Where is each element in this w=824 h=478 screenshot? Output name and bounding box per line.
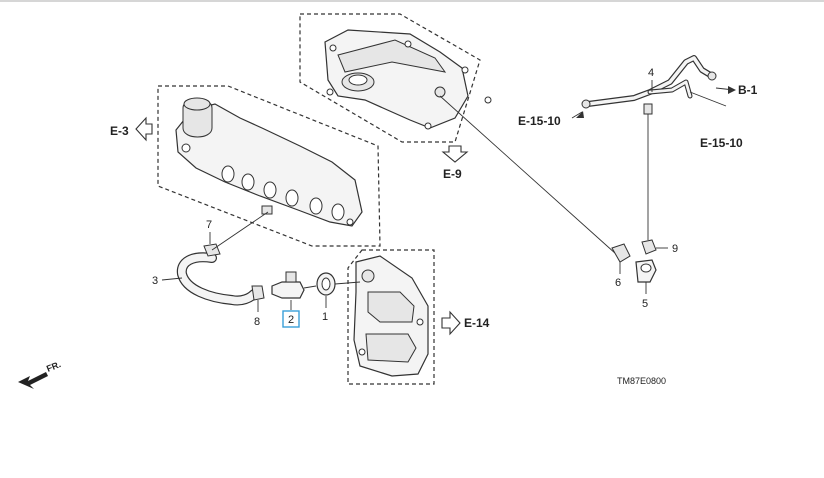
ref-e15-10-right-label: E-15-10 [700,136,743,150]
runner-port [285,189,299,207]
callout-1[interactable]: 1 [322,296,328,323]
pcv-pipe [586,56,714,106]
b1-reference[interactable]: B-1 [715,83,758,97]
oil-separator-group [347,249,435,385]
pcv-valve [271,281,305,299]
pcv-pipe-outline [585,55,715,107]
intake-manifold [175,103,363,227]
pcv-port [434,86,446,98]
pointer-arrow-icon [576,111,584,118]
pcv-valve-assembly [271,271,361,299]
separator-outlet [361,269,375,283]
callout-leader [161,277,183,281]
down-arrow-icon [441,145,469,163]
callout-2-highlight-box [282,310,300,328]
intake-manifold-group [157,85,381,247]
callout-2-label: 2 [288,314,294,326]
valve-cover-boundary [299,13,481,143]
breather-hose [178,253,258,305]
runner-port [263,181,277,199]
manifold-nipple [261,205,273,215]
runner-port [241,173,255,191]
pointer-arrow-icon [728,86,736,94]
cover-bolt [329,44,337,52]
hose-to-manifold-line [211,211,269,251]
pcv-pipe-group [439,55,717,255]
pipe-bracket [643,103,653,115]
oil-filler-opening [348,74,368,86]
callout-1-label: 1 [322,311,328,323]
front-arrow-icon [18,372,48,389]
callout-6-label: 6 [615,277,621,289]
valve-to-grommet-line [303,285,317,289]
runner-port [331,203,345,221]
ref-b1-label: B-1 [738,83,758,97]
pcv-pipe-branch [648,80,692,98]
manifold-boundary [157,85,381,247]
front-indicator: FR. [18,359,62,389]
e14-reference[interactable]: E-14 [441,310,490,336]
manifold-bolt [346,218,354,226]
callout-2[interactable]: 2 [282,300,300,328]
callout-3[interactable]: 3 [152,275,183,287]
callout-5[interactable]: 5 [642,282,648,310]
ref-e3-label: E-3 [110,124,129,138]
callout-9-label: 9 [672,243,678,255]
e15-10-right-reference[interactable]: E-15-10 [689,91,743,150]
separator-chamber [365,333,417,363]
pipe-end-fitting [581,99,591,109]
ref-pointer [571,111,583,119]
diagram-code: TM87E0800 [617,376,666,386]
callout-7-label: 7 [206,219,212,231]
callout-4-label: 4 [648,67,654,79]
port-to-clip-line [439,95,617,255]
e15-10-left-reference[interactable]: E-15-10 [518,111,584,128]
left-arrow-icon [135,116,153,142]
callout-9[interactable]: 9 [656,243,678,255]
flange-bolt [641,239,657,255]
callout-8-label: 8 [254,316,260,328]
hose-clamp-8 [251,285,265,301]
breather-hose-assembly [176,211,269,306]
valve-cover-group [299,13,492,143]
hose-joint-opening [640,263,652,273]
callout-4[interactable]: 4 [648,67,654,92]
e3-reference[interactable]: E-3 [110,116,153,142]
ref-pointer [689,91,727,107]
runner-port [309,197,323,215]
separator-bolt [358,348,366,356]
runner-port [221,165,235,183]
ref-e9-label: E-9 [443,167,462,181]
e9-reference[interactable]: E-9 [441,145,469,181]
cover-bolt [404,40,412,48]
callout-8[interactable]: 8 [254,300,260,328]
callout-5-label: 5 [642,298,648,310]
valve-cover-ribs [337,39,447,73]
top-border [0,0,824,2]
ref-e14-label: E-14 [464,316,490,330]
separator-chamber [367,291,415,323]
separator-bolt [416,318,424,326]
callout-6[interactable]: 6 [615,262,621,289]
lower-pipe-parts [611,239,657,283]
cover-bolt [326,88,334,96]
ref-e15-10-left-label: E-15-10 [518,114,561,128]
callout-3-label: 3 [152,275,158,287]
callout-7[interactable]: 7 [206,219,212,244]
cover-bolt [484,96,492,104]
manifold-bolt [181,143,191,153]
pipe-end-fitting [707,71,717,81]
separator-boundary [347,249,435,385]
grommet-to-separator-line [334,281,361,285]
egr-valve-top [183,97,211,111]
right-arrow-icon [441,310,461,336]
front-label: FR. [45,359,62,374]
pcv-valve-nipple [285,271,297,283]
cover-bolt [424,122,432,130]
hose-clip [611,243,631,263]
pcv-grommet-hole [321,277,331,291]
cover-bolt [461,66,469,74]
